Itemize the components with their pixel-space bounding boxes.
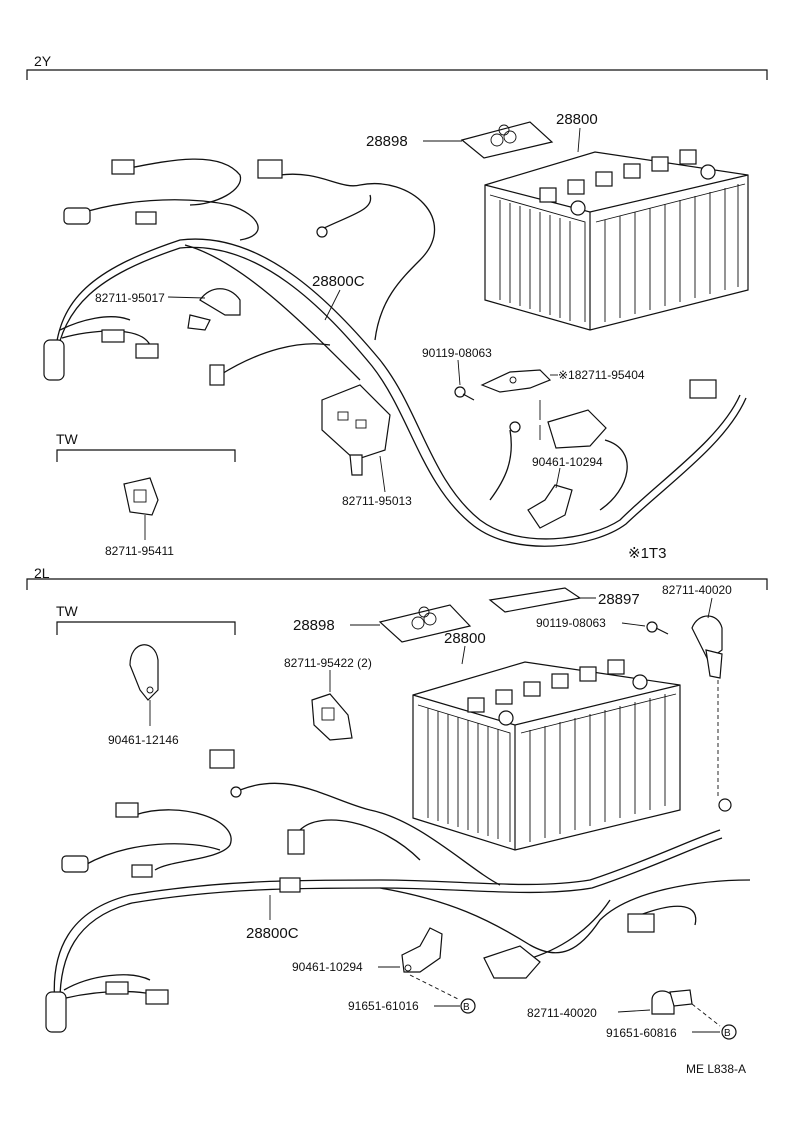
- subgroup-bracket-tw-2y: [56, 449, 236, 462]
- callout-82711-95013: 82711-95013: [342, 494, 412, 508]
- diagram-code: ME L838-A: [686, 1062, 746, 1076]
- callout-82711-95017: 82711-95017: [95, 291, 165, 305]
- battery-2l: [412, 659, 681, 851]
- ref-b-marker-2: B: [721, 1024, 737, 1040]
- clamp-90461-12146: [129, 644, 159, 701]
- callout-90119-08063-2l: 90119-08063: [536, 616, 606, 630]
- label-sticker-28898-2y: [460, 121, 554, 159]
- callout-82711-95404: ※182711-95404: [558, 368, 645, 382]
- callout-28800-2y: 28800: [556, 111, 598, 128]
- wire-harness-2y: [54, 158, 747, 547]
- bracket-82711-95404: [480, 369, 552, 393]
- svg-text:B: B: [724, 1028, 731, 1039]
- clip-82711-95017: [187, 288, 241, 331]
- callout-82711-95411: 82711-95411: [105, 544, 174, 558]
- callout-28800c-2l: 28800C: [246, 925, 299, 942]
- clamp-90461-10294-2l: [401, 927, 443, 973]
- battery-2y: [484, 149, 749, 331]
- callout-28800c-2y: 28800C: [312, 273, 365, 290]
- section-bracket-2l: [26, 578, 768, 590]
- label-sticker-28898-2l: [378, 604, 472, 643]
- callout-90119-08063-2y: 90119-08063: [422, 346, 492, 360]
- holder-82711-95411: [123, 477, 159, 516]
- callout-82711-40020-top: 82711-40020: [662, 583, 732, 597]
- callout-28898-2y: 28898: [366, 133, 408, 150]
- section-title-2l: 2L: [34, 565, 50, 581]
- subgroup-bracket-tw-2l: [56, 621, 236, 635]
- bracket-82711-95013: [321, 384, 391, 476]
- callout-28800-2l: 28800: [444, 630, 486, 647]
- clip-82711-40020-top: [691, 615, 723, 679]
- callout-91651-60816: 91651-60816: [606, 1026, 677, 1040]
- subgroup-tw-2y: TW: [56, 431, 79, 447]
- holder-82711-95422: [311, 693, 353, 741]
- callout-82711-40020-bottom: 82711-40020: [527, 1006, 597, 1020]
- ref-b-marker-1: B: [460, 998, 476, 1014]
- bolt-90119-08063-2y: [454, 386, 475, 401]
- callout-90461-10294-2y: 90461-10294: [532, 455, 603, 469]
- svg-text:B: B: [463, 1002, 470, 1013]
- callout-90461-12146: 90461-12146: [108, 733, 179, 747]
- connectors-2y: [43, 159, 717, 449]
- bolt-90119-08063-2l: [646, 621, 669, 635]
- callout-28897: 28897: [598, 591, 640, 608]
- subgroup-tw-2l: TW: [56, 603, 79, 619]
- connectors-2l: [45, 749, 655, 1033]
- wire-harness-2l: [53, 782, 751, 1011]
- callout-28898-2l: 28898: [293, 617, 335, 634]
- callout-82711-95422: 82711-95422 (2): [284, 656, 372, 670]
- callout-91651-61016: 91651-61016: [348, 999, 419, 1013]
- section-title-2y: 2Y: [34, 53, 52, 69]
- label-sticker-28897: [488, 587, 582, 613]
- callout-90461-10294-2l: 90461-10294: [292, 960, 363, 974]
- clamp-90461-10294-2y: [527, 484, 573, 529]
- terminal-ring-2l: [718, 798, 732, 812]
- note-t3: ※1T3: [628, 545, 666, 562]
- section-bracket-2y: [26, 69, 768, 80]
- clip-82711-40020-bottom: [651, 989, 693, 1015]
